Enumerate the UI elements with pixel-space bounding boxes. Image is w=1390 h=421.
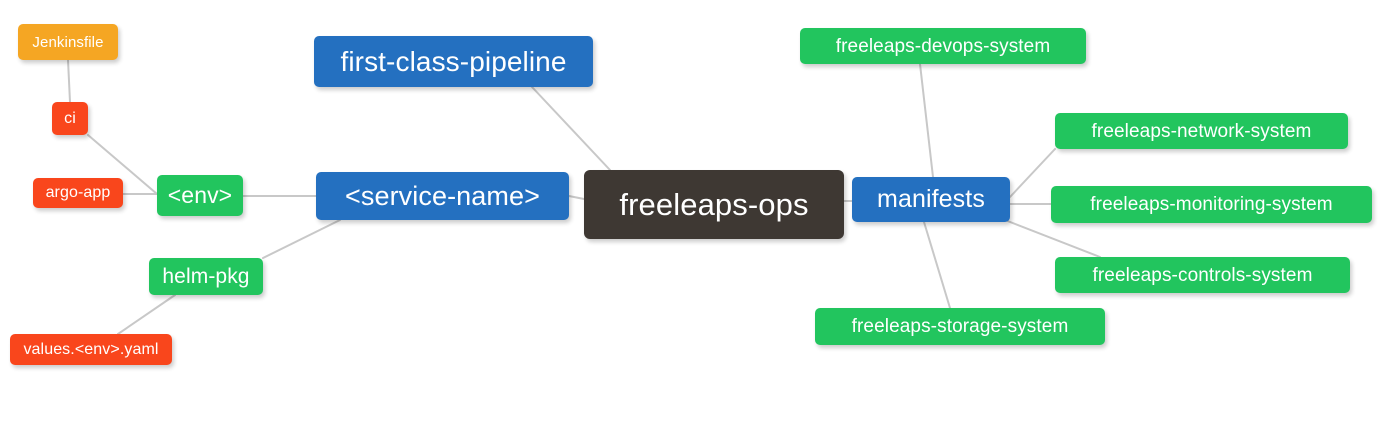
edge-pipeline-to-root [531, 86, 611, 171]
edge-manifests-to-devops [919, 63, 934, 178]
mindmap-node-service-name[interactable]: <service-name> [316, 172, 569, 220]
edge-values-yaml-to-helm-pkg [117, 294, 176, 335]
mindmap-node-jenkinsfile[interactable]: Jenkinsfile [18, 24, 118, 60]
mindmap-node-env[interactable]: <env> [157, 175, 243, 216]
mindmap-node-helm-pkg[interactable]: helm-pkg [149, 258, 263, 295]
mindmap-node-pipeline[interactable]: first-class-pipeline [314, 36, 593, 87]
edge-helm-pkg-to-service-name [262, 219, 341, 259]
mindmap-node-monitoring[interactable]: freeleaps-monitoring-system [1051, 186, 1372, 223]
mindmap-node-values-yaml[interactable]: values.<env>.yaml [10, 334, 172, 365]
mindmap-node-root[interactable]: freeleaps-ops [584, 170, 844, 239]
edge-service-name-to-root [568, 195, 585, 200]
mindmap-node-controls[interactable]: freeleaps-controls-system [1055, 257, 1350, 293]
edge-jenkinsfile-to-ci [67, 59, 71, 103]
mindmap-node-argo-app[interactable]: argo-app [33, 178, 123, 208]
edge-manifests-to-storage [923, 221, 951, 309]
mindmap-node-network[interactable]: freeleaps-network-system [1055, 113, 1348, 149]
mindmap-node-storage[interactable]: freeleaps-storage-system [815, 308, 1105, 345]
edge-manifests-to-controls [1004, 219, 1101, 258]
mindmap-node-ci[interactable]: ci [52, 102, 88, 135]
edge-manifests-to-network [1009, 148, 1056, 198]
mindmap-node-devops[interactable]: freeleaps-devops-system [800, 28, 1086, 64]
mindmap-node-manifests[interactable]: manifests [852, 177, 1010, 222]
